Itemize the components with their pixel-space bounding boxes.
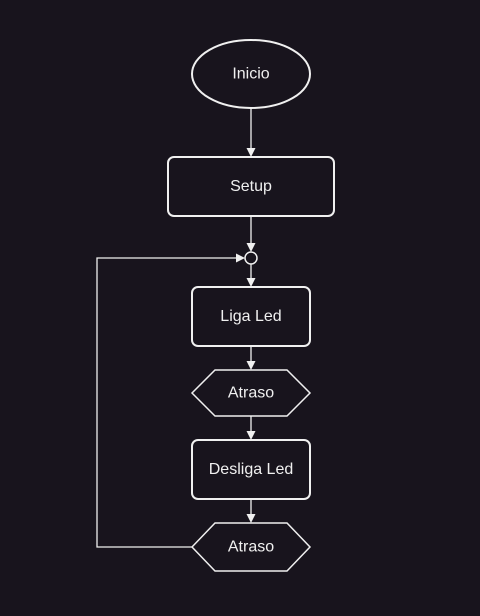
node-led-on: Liga Led [191,286,311,347]
led-off-box [191,439,311,500]
node-start: Inicio [191,39,311,109]
node-led-off: Desliga Led [191,439,311,500]
edge-loop-back-to-junction [96,253,245,548]
edge-delay-1-to-led-off [246,416,256,440]
edge-junction-to-led-on [246,264,256,287]
connectors [96,108,256,548]
node-delay-2: Atraso [190,522,312,572]
setup-label: Setup [230,178,272,195]
delay-1-hexagon [190,369,312,417]
led-on-box [191,286,311,347]
edge-start-to-setup [246,108,256,157]
edge-setup-to-junction [246,216,256,252]
led-on-label: Liga Led [220,308,281,325]
led-off-label: Desliga Led [209,461,294,478]
delay-2-hexagon [190,522,312,572]
node-delay-1: Atraso [190,369,312,417]
start-label: Inicio [232,66,269,83]
delay-1-label: Atraso [228,385,274,402]
node-setup: Setup [167,156,335,217]
delay-2-label: Atraso [228,539,274,556]
junction-circle [244,251,258,265]
node-junction [244,251,258,265]
edge-led-off-to-delay-2 [246,499,256,523]
setup-box [167,156,335,217]
start-ellipse [191,39,311,109]
edge-led-on-to-delay-1 [246,346,256,370]
